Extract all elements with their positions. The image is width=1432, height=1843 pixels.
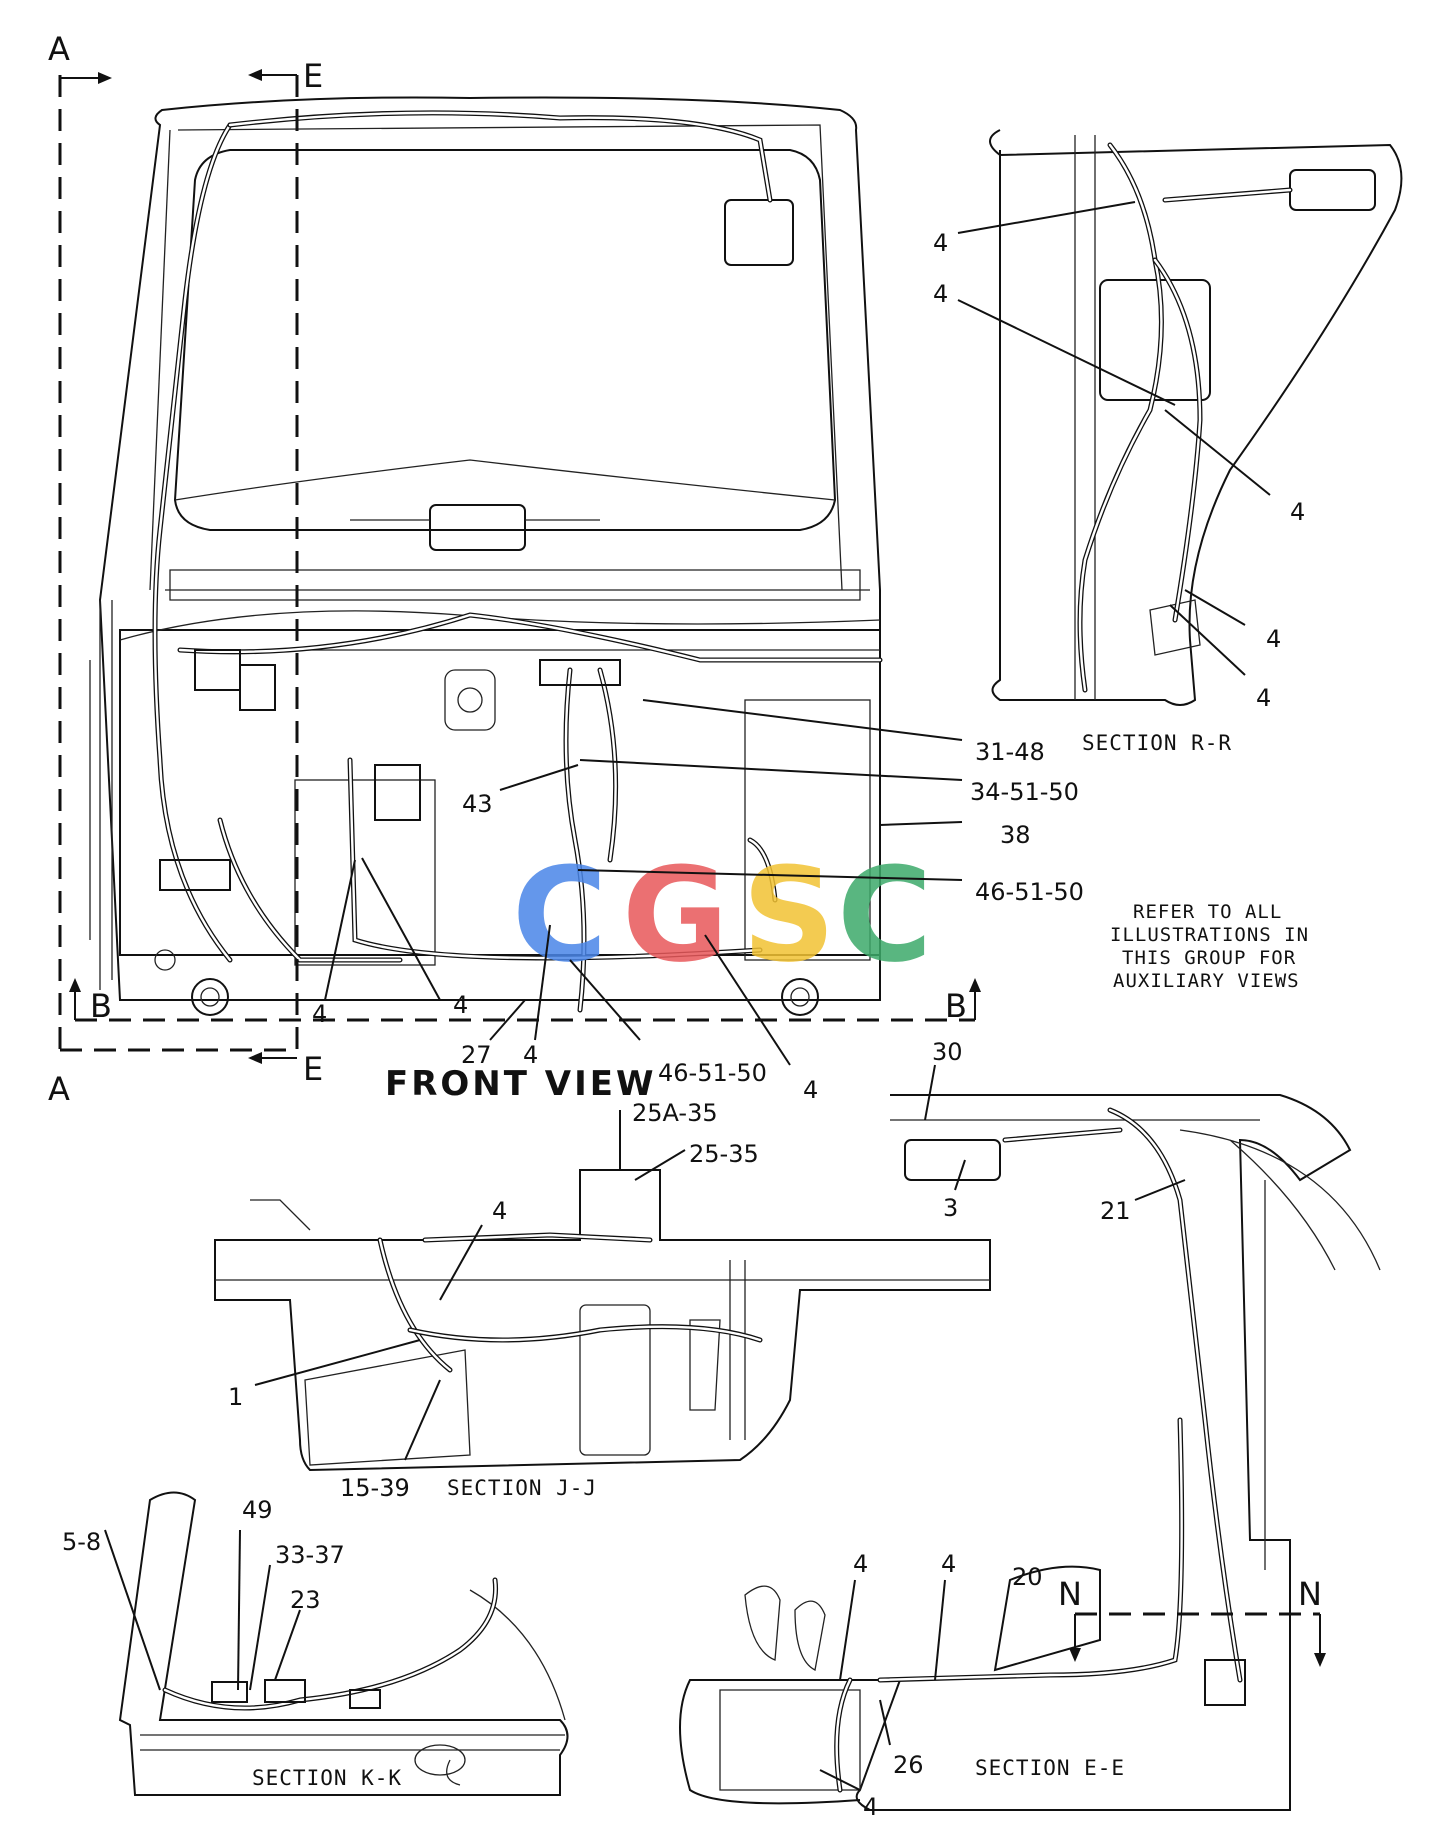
callouts-section-ee: 30 3 21 20 4 4 26 4 — [853, 1038, 1131, 1821]
auxiliary-views-note: REFER TO ALL ILLUSTRATIONS IN THIS GROUP… — [1110, 901, 1309, 992]
callout-label: 25-35 — [689, 1140, 759, 1168]
watermark-cgsc: C G S C — [512, 839, 932, 991]
note-line-3: THIS GROUP FOR — [1122, 947, 1296, 969]
watermark-letter-c1: C — [512, 839, 607, 991]
callout-label: 38 — [1000, 821, 1031, 849]
section-marker-e-top: E — [303, 57, 323, 95]
section-ee-drawing — [679, 1094, 1381, 1811]
watermark-letter-s: S — [742, 839, 836, 991]
front-view-drawing — [89, 96, 883, 1016]
callout-label: 3 — [943, 1194, 958, 1222]
section-kk-drawing — [118, 1491, 569, 1796]
section-jj-drawing — [214, 1169, 991, 1472]
callout-label: 4 — [523, 1041, 538, 1069]
callout-label: 4 — [803, 1076, 818, 1104]
callouts-section-jj: 25A-35 25-35 4 1 15-39 — [228, 1099, 759, 1502]
callout-label: 4 — [853, 1550, 868, 1578]
watermark-letter-g: G — [622, 839, 729, 991]
callout-label: 30 — [932, 1038, 963, 1066]
section-lines-front — [58, 69, 981, 1064]
section-marker-a-bottom: A — [48, 1070, 70, 1108]
front-view-title: FRONT VIEW — [385, 1064, 657, 1104]
callout-label: 1 — [228, 1383, 243, 1411]
callout-label: 4 — [941, 1550, 956, 1578]
callout-label: 33-37 — [275, 1541, 345, 1569]
callout-label: 43 — [462, 790, 493, 818]
callout-label: 27 — [461, 1041, 492, 1069]
callout-label: 21 — [1100, 1197, 1131, 1225]
callouts-section-rr: 4 4 4 4 4 — [933, 229, 1305, 712]
note-line-2: ILLUSTRATIONS IN — [1110, 924, 1309, 946]
callout-label: 46-51-50 — [975, 878, 1084, 906]
callout-label: 4 — [1266, 625, 1281, 653]
section-rr-drawing — [989, 129, 1403, 706]
callout-label: 46-51-50 — [658, 1059, 767, 1087]
section-marker-b-left: B — [90, 987, 112, 1025]
callout-label: 31-48 — [975, 738, 1045, 766]
callout-label: 5-8 — [62, 1528, 101, 1556]
callout-label: 25A-35 — [632, 1099, 718, 1127]
callout-label: 20 — [1012, 1563, 1043, 1591]
callout-label: 49 — [242, 1496, 273, 1524]
callout-label: 4 — [863, 1793, 878, 1821]
callout-label: 4 — [933, 229, 948, 257]
callout-label: 15-39 — [340, 1474, 410, 1502]
note-line-1: REFER TO ALL — [1133, 901, 1282, 923]
section-marker-n-left: N — [1058, 1575, 1082, 1613]
callout-label: 4 — [453, 991, 468, 1019]
section-jj-title: SECTION J-J — [447, 1476, 597, 1500]
callouts-section-kk: 5-8 49 33-37 23 — [62, 1496, 345, 1614]
leader-lines — [104, 201, 1271, 1791]
callout-label: 34-51-50 — [970, 778, 1079, 806]
callout-label: 4 — [933, 280, 948, 308]
callout-label: 4 — [1256, 684, 1271, 712]
watermark-letter-c2: C — [837, 839, 932, 991]
callout-label: 4 — [312, 1000, 327, 1028]
callouts-front-view: 31-48 34-51-50 43 38 46-51-50 4 4 27 4 4… — [312, 738, 1084, 1104]
callout-label: 4 — [492, 1197, 507, 1225]
section-rr-title: SECTION R-R — [1082, 731, 1232, 755]
note-line-4: AUXILIARY VIEWS — [1113, 970, 1300, 992]
callout-label: 4 — [1290, 498, 1305, 526]
callout-label: 26 — [893, 1751, 924, 1779]
section-kk-title: SECTION K-K — [252, 1766, 402, 1790]
callout-label: 23 — [290, 1586, 321, 1614]
section-marker-a-top: A — [48, 30, 70, 68]
section-ee-title: SECTION E-E — [975, 1756, 1125, 1780]
section-marker-b-right: B — [945, 987, 967, 1025]
section-marker-n-right: N — [1298, 1575, 1322, 1613]
section-marker-e-bottom: E — [303, 1050, 323, 1088]
